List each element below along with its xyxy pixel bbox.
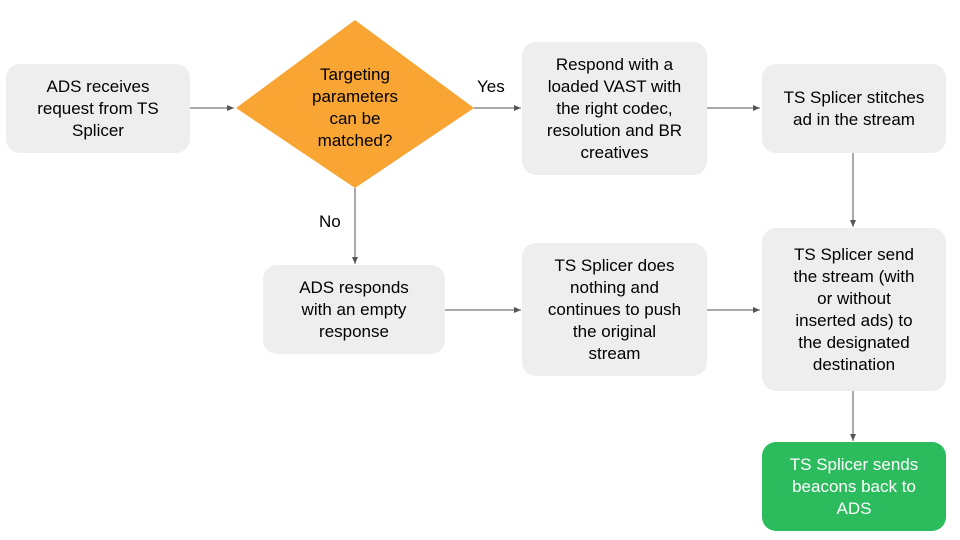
node-beacons-label: TS Splicer sends beacons back to ADS [789,454,919,518]
decision-diamond [236,20,474,188]
node-beacons: TS Splicer sends beacons back to ADS [762,442,946,531]
node-send-stream-label: TS Splicer send the stream (with or with… [793,244,915,374]
node-does-nothing: TS Splicer does nothing and continues to… [522,243,707,376]
decision-label-container: Targeting parameters can be matched? [280,58,430,158]
node-does-nothing-label: TS Splicer does nothing and continues to… [547,255,682,363]
edge-label-yes: Yes [477,77,505,96]
decision-label: Targeting parameters can be matched? [312,65,398,150]
node-ads-receives-label: ADS receives request from TS Splicer [37,76,159,140]
node-send-stream: TS Splicer send the stream (with or with… [762,228,946,391]
node-empty-response: ADS responds with an empty response [263,265,445,354]
node-respond-vast: Respond with a loaded VAST with the righ… [522,42,707,175]
edge-label-no: No [319,212,341,231]
node-respond-vast-label: Respond with a loaded VAST with the righ… [546,54,683,162]
node-ads-receives: ADS receives request from TS Splicer [6,64,190,153]
node-empty-response-label: ADS responds with an empty response [299,277,409,341]
node-stitches: TS Splicer stitches ad in the stream [762,64,946,153]
node-stitches-label: TS Splicer stitches ad in the stream [783,87,925,129]
